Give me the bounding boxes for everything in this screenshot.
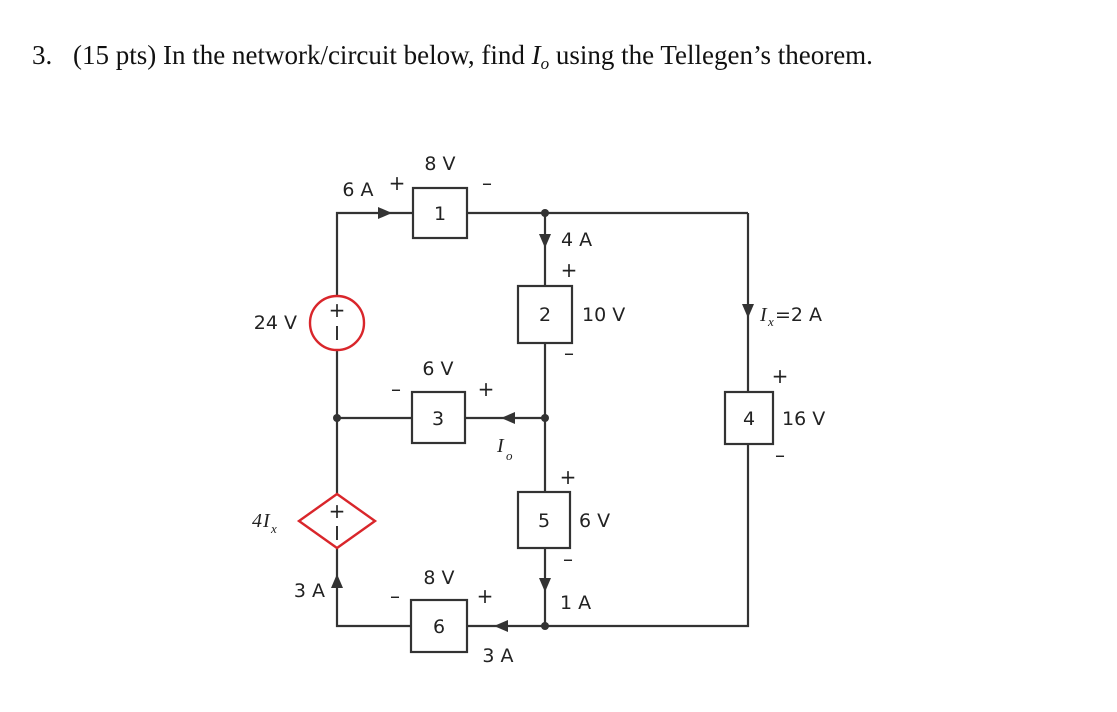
element-2-current: 4 A [561,229,592,251]
io-subscript: o [506,448,513,463]
element-3: 3 6 V – + [391,358,495,445]
element-3-label: 3 [432,408,444,430]
element-1-box [411,186,469,240]
arrow-3a-dep [331,574,343,588]
arrow-4a [539,234,551,248]
element-6-minus: – [390,584,400,608]
element-5-plus: + [560,465,577,489]
unknown-subscript: o [540,54,550,73]
question-text: In the network/circuit below, find [163,40,525,70]
element-4-minus: – [775,443,785,467]
element-4-current-subscript: x [767,314,774,329]
element-5-voltage: 6 V [579,510,610,532]
element-1-plus: + [389,171,406,195]
element-6: 6 8 V – + 3 A [390,567,514,667]
element-4: 4 16 V + – I x =2 A [723,304,825,467]
node-center [541,414,549,422]
element-3-box [410,390,467,445]
io-symbol: I [496,435,505,457]
dependent-source-symbol: I [262,510,271,532]
dependent-source-subscript: x [270,521,277,536]
element-3-minus: – [391,377,401,401]
element-6-voltage: 8 V [423,567,454,589]
voltage-source-value: 24 V [254,312,297,334]
dependent-source-gain: 4 [252,510,262,532]
current-arrows [331,207,754,632]
element-2-voltage: 10 V [582,304,625,326]
dependent-source-diamond [296,492,378,550]
element-2-box [516,284,574,345]
element-2: 2 10 V + – 4 A [516,229,625,365]
element-5-box [516,490,572,550]
problem-statement: 3. (15 pts) In the network/circuit below… [32,40,873,74]
element-4-label: 4 [743,408,755,430]
element-2-minus: – [564,341,574,365]
element-3-plus: + [478,377,495,401]
voltage-source-plus: + [329,298,346,322]
element-1-minus: – [482,171,492,195]
circuit-nodes [333,209,549,630]
wire-right-lower [545,444,750,628]
element-6-label: 6 [433,616,445,638]
element-1-voltage: 8 V [424,153,455,175]
element-3-voltage: 6 V [422,358,453,380]
dependent-source-current: 3 A [294,580,325,602]
node-bottom [541,622,549,630]
element-5-current: 1 A [560,592,591,614]
element-6-box [409,598,469,654]
dependent-source-plus: + [329,499,346,523]
element-4-plus: + [772,364,789,388]
question-text-end: using the Tellegen’s theorem. [555,40,873,70]
element-2-label: 2 [539,304,551,326]
voltage-source: + 24 V [254,294,366,352]
unknown-symbol: I [531,40,541,70]
question-points: (15 pts) [73,40,157,70]
element-1-current: 6 A [342,179,373,201]
arrow-ix [742,304,754,318]
element-1-label: 1 [434,203,446,225]
element-4-box [723,390,775,446]
arrow-1a [539,578,551,592]
element-5-label: 5 [538,510,550,532]
element-6-plus: + [477,584,494,608]
element-4-current-value: =2 A [775,304,822,326]
element-4-current-symbol: I [759,304,768,326]
arrow-io [501,412,515,424]
arrow-6a [378,207,392,219]
question-number: 3. [32,40,53,70]
element-5: 5 6 V + – 1 A [516,465,610,614]
arrow-3a-bottom [494,620,508,632]
element-1: 1 8 V + – 6 A [342,153,492,240]
dependent-source: + 4 I x 3 A [252,492,378,602]
voltage-source-circle [308,294,366,352]
element-6-current: 3 A [482,645,513,667]
element-4-voltage: 16 V [782,408,825,430]
element-2-plus: + [561,258,578,282]
element-5-minus: – [563,547,573,571]
unknown-current-label: I o [496,435,513,463]
node-left [333,414,341,422]
node-top [541,209,549,217]
wire-top-left [335,211,413,296]
